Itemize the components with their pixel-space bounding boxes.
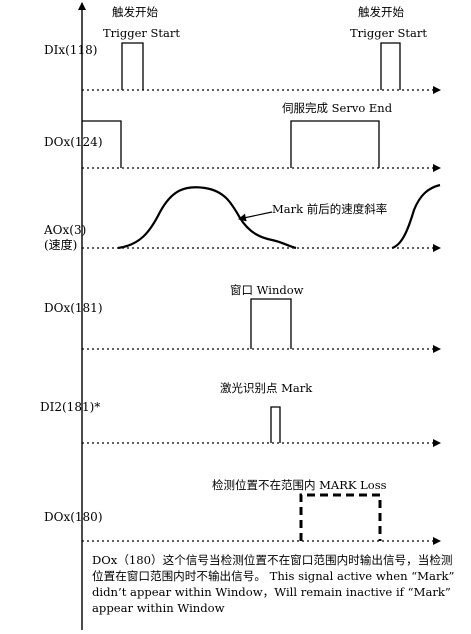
waveform-aox3 (117, 183, 441, 250)
trigger-start-cn-2: 触发开始 (358, 5, 404, 19)
trigger-start-cn-1: 触发开始 (112, 5, 158, 19)
waveform-di2181 (270, 406, 281, 443)
servo-end-label: 伺服完成 Servo End (282, 101, 393, 115)
waveform-dox180 (299, 493, 382, 541)
label-aox3: AOx(3) (43, 223, 86, 237)
baselines (82, 86, 441, 545)
waveform-dix118 (121, 42, 401, 90)
label-di2181: DI2(181)* (40, 400, 100, 414)
mark-slope-label: Mark 前后的速度斜率 (272, 202, 387, 216)
laser-mark-label: 激光识别点 Mark (220, 381, 313, 395)
caption-note: DOx（180）这个信号当检测位置不在窗口范围内时输出信号，当检测位置在窗口范围… (92, 553, 455, 615)
waveform-dox181 (250, 298, 292, 349)
label-dox181: DOx(181) (44, 301, 103, 315)
label-aox3-unit: (速度) (44, 237, 77, 252)
mark-loss-label: 检测位置不在范围内 MARK Loss (212, 478, 387, 492)
trigger-start-en-2: Trigger Start (350, 26, 427, 40)
label-dix118: DIx(118) (44, 43, 97, 57)
trigger-start-en-1: Trigger Start (103, 26, 180, 40)
waveform-dox124 (82, 120, 380, 168)
mark-slope-arrow (238, 211, 273, 222)
label-dox180: DOx(180) (44, 510, 103, 524)
window-label: 窗口 Window (230, 283, 304, 297)
label-dox124: DOx(124) (44, 135, 103, 149)
